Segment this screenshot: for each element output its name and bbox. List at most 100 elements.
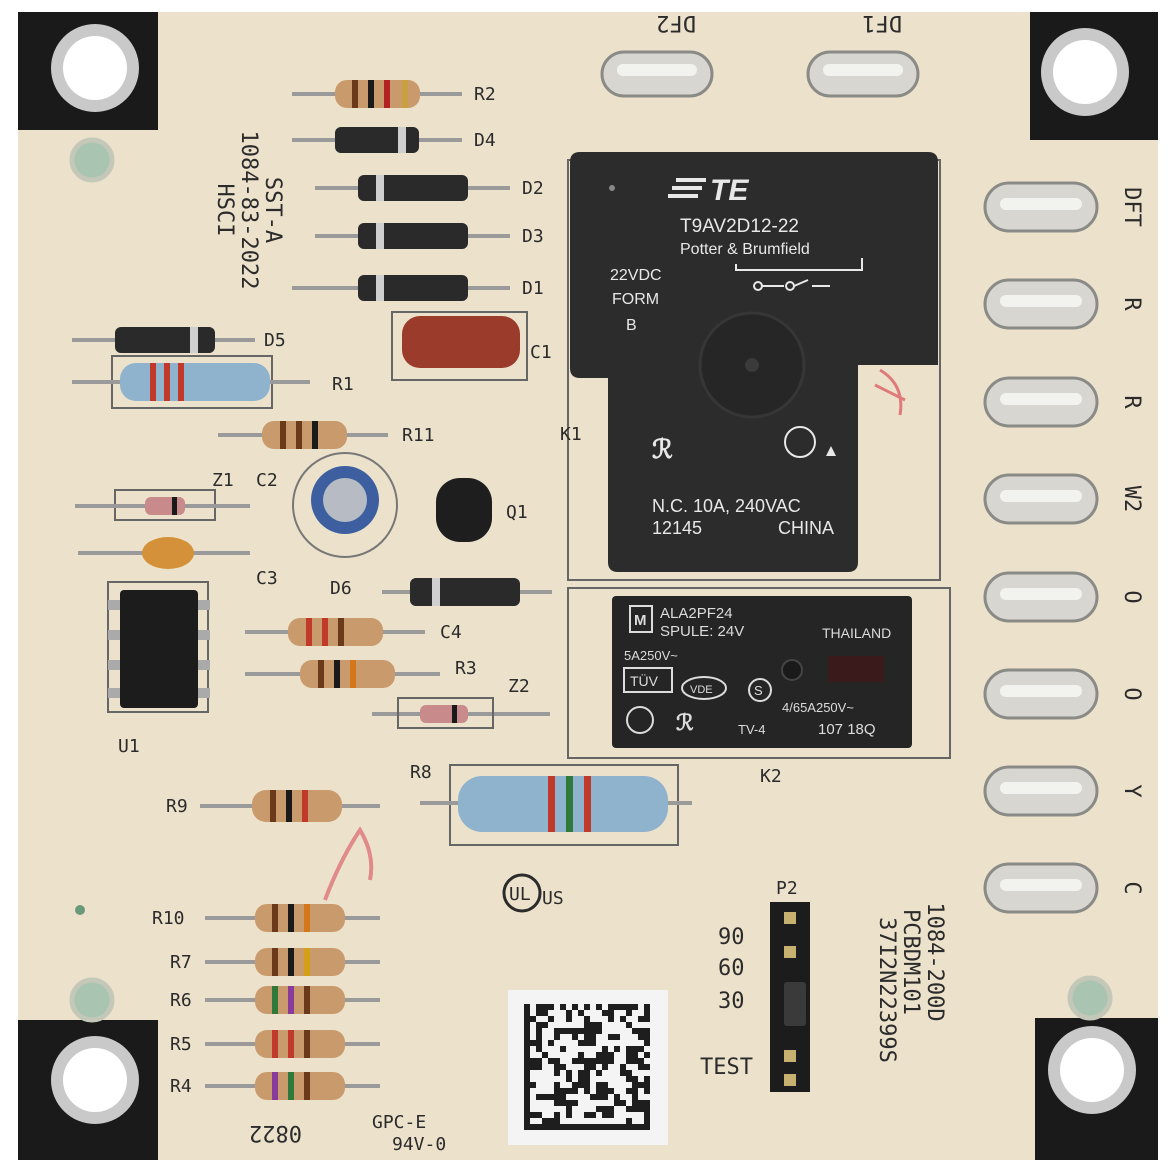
data-matrix-module bbox=[524, 1106, 530, 1112]
data-matrix-module bbox=[566, 1106, 572, 1112]
data-matrix-module bbox=[554, 1094, 560, 1100]
data-matrix-module bbox=[572, 1124, 578, 1130]
resistor-r9: R9 bbox=[166, 790, 380, 822]
data-matrix-module bbox=[632, 1094, 638, 1100]
board-text-pcbdm101: PCBDM101 bbox=[898, 909, 923, 1015]
label-y: Y bbox=[1119, 784, 1144, 797]
data-matrix-module bbox=[524, 1076, 530, 1082]
terminal-c bbox=[983, 862, 1099, 914]
csa-icon bbox=[626, 706, 654, 734]
board-text-partno: 1084-83-2022 bbox=[236, 131, 261, 290]
label-r-2: R bbox=[1119, 395, 1144, 409]
data-matrix-module bbox=[602, 1094, 608, 1100]
data-matrix-module bbox=[524, 1046, 530, 1052]
data-matrix-module bbox=[560, 1064, 566, 1070]
data-matrix-module bbox=[560, 1028, 566, 1034]
svg-text:ℛ: ℛ bbox=[652, 434, 673, 464]
data-matrix-label bbox=[508, 990, 668, 1145]
data-matrix-module bbox=[536, 1094, 542, 1100]
board-text-serial: 37I2N22399S bbox=[874, 917, 899, 1063]
data-matrix-module bbox=[536, 1004, 542, 1010]
data-matrix-module bbox=[524, 1010, 530, 1016]
relay-k1-form: FORM bbox=[612, 291, 659, 308]
data-matrix-module bbox=[620, 1070, 626, 1076]
data-matrix-module bbox=[626, 1106, 632, 1112]
label-r4: R4 bbox=[170, 1076, 192, 1097]
data-matrix-module bbox=[524, 1082, 530, 1088]
data-matrix-module bbox=[524, 1022, 530, 1028]
data-matrix-module bbox=[524, 1004, 530, 1010]
data-matrix-module bbox=[602, 1088, 608, 1094]
data-matrix-module bbox=[524, 1112, 530, 1118]
relay-k1-form-type: B bbox=[626, 317, 637, 334]
data-matrix-module bbox=[578, 1082, 584, 1088]
data-matrix-module bbox=[536, 1034, 542, 1040]
zener-z2: Z2 bbox=[372, 676, 550, 729]
data-matrix-module bbox=[578, 1028, 584, 1034]
data-matrix-module bbox=[536, 1040, 542, 1046]
label-r-1: R bbox=[1119, 297, 1144, 311]
data-matrix-module bbox=[632, 1100, 638, 1106]
label-r5: R5 bbox=[170, 1034, 192, 1055]
data-matrix-module bbox=[560, 1004, 566, 1010]
data-matrix-module bbox=[626, 1010, 632, 1016]
relay-k2-coil: SPULE: 24V bbox=[660, 623, 744, 640]
data-matrix-module bbox=[596, 1052, 602, 1058]
label-d5: D5 bbox=[264, 330, 286, 351]
diode-d6: D6 bbox=[330, 578, 552, 606]
data-matrix-module bbox=[530, 1064, 536, 1070]
data-matrix-module bbox=[644, 1076, 650, 1082]
data-matrix-module bbox=[548, 1004, 554, 1010]
data-matrix-module bbox=[602, 1106, 608, 1112]
resistor-r1: R1 bbox=[72, 355, 354, 409]
data-matrix-module bbox=[644, 1004, 650, 1010]
terminal-df1: DF1 bbox=[806, 10, 920, 98]
label-dft: DFT bbox=[1119, 187, 1144, 227]
data-matrix-module bbox=[524, 1028, 530, 1034]
data-matrix-module bbox=[620, 1004, 626, 1010]
data-matrix-module bbox=[524, 1058, 530, 1064]
data-matrix-module bbox=[554, 1058, 560, 1064]
resistor-r3: R3 bbox=[245, 658, 477, 688]
label-c3: C3 bbox=[256, 568, 278, 589]
jumper-p2: P2 90 60 30 TEST bbox=[700, 878, 810, 1092]
data-matrix-module bbox=[596, 1004, 602, 1010]
resistor-r2: R2 bbox=[292, 80, 496, 108]
gpc-code: GPC-E bbox=[372, 1112, 426, 1133]
mounting-corner-top-left bbox=[18, 12, 158, 130]
data-matrix-module bbox=[632, 1076, 638, 1082]
data-matrix-module bbox=[638, 1016, 644, 1022]
data-matrix-module bbox=[524, 1088, 530, 1094]
data-matrix-module bbox=[638, 1058, 644, 1064]
data-matrix-module bbox=[548, 1118, 554, 1124]
label-d3: D3 bbox=[522, 226, 544, 247]
ul-mark-text: UL bbox=[509, 884, 531, 905]
data-matrix-module bbox=[638, 1100, 644, 1106]
data-matrix-module bbox=[578, 1052, 584, 1058]
jumper-option-test: TEST bbox=[700, 1055, 753, 1080]
data-matrix-module bbox=[554, 1118, 560, 1124]
label-r6: R6 bbox=[170, 990, 192, 1011]
data-matrix-module bbox=[632, 1082, 638, 1088]
data-matrix-module bbox=[632, 1106, 638, 1112]
label-d1: D1 bbox=[522, 278, 544, 299]
data-matrix-module bbox=[638, 1028, 644, 1034]
data-matrix-module bbox=[584, 1034, 590, 1040]
capacitor-c2: C2 bbox=[256, 452, 398, 558]
data-matrix-module bbox=[614, 1094, 620, 1100]
label-u1: U1 bbox=[118, 736, 140, 757]
label-r10: R10 bbox=[152, 908, 185, 929]
relay-k1-rating: N.C. 10A, 240VAC bbox=[652, 496, 801, 516]
data-matrix-module bbox=[608, 1052, 614, 1058]
data-matrix-module bbox=[644, 1040, 650, 1046]
data-matrix-module bbox=[554, 1088, 560, 1094]
data-matrix-module bbox=[554, 1070, 560, 1076]
board-text-sst: SST-A bbox=[260, 177, 285, 243]
data-matrix-module bbox=[632, 1028, 638, 1034]
data-matrix-module bbox=[524, 1070, 530, 1076]
data-matrix-module bbox=[578, 1040, 584, 1046]
data-matrix-module bbox=[602, 1082, 608, 1088]
data-matrix-module bbox=[602, 1052, 608, 1058]
test-pad bbox=[69, 137, 115, 183]
relay-k2-model: ALA2PF24 bbox=[660, 605, 733, 622]
